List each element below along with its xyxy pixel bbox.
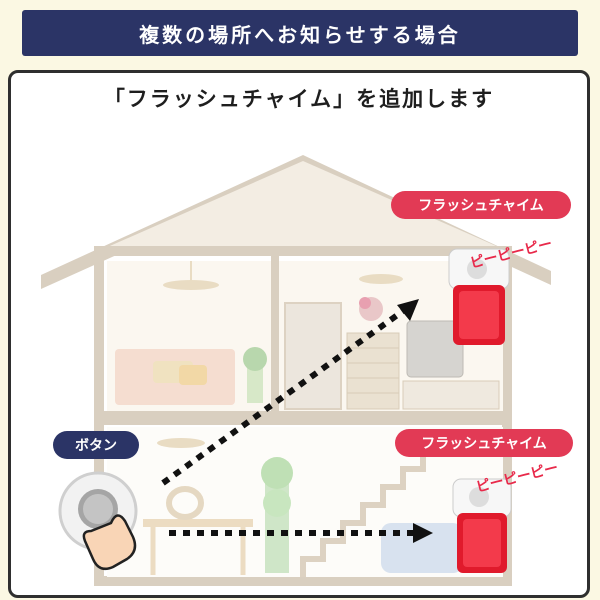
device-label-bottom: フラッシュチャイム [395, 429, 573, 457]
house-illustration [41, 155, 551, 586]
device-label-top-text: フラッシュチャイム [418, 198, 544, 214]
subtitle: 「フラッシュチャイム」を追加します [103, 87, 495, 111]
dresser [346, 332, 400, 410]
page-title: 複数の場所へお知らせする場合 [139, 22, 461, 47]
button-label: ボタン [53, 431, 139, 459]
pointing-hand-icon [82, 514, 137, 570]
sofa [381, 523, 463, 573]
roof-attic [103, 161, 503, 249]
flash-chime-icon [452, 478, 512, 573]
illustration-frame: 「フラッシュチャイム」を追加します [8, 70, 590, 598]
table [143, 519, 253, 527]
page-title-bar: 複数の場所へお知らせする場合 [22, 10, 578, 56]
device-label-top: フラッシュチャイム [391, 191, 571, 219]
button-label-text: ボタン [75, 438, 117, 454]
door [284, 302, 342, 410]
tv [406, 320, 464, 378]
device-label-bottom-text: フラッシュチャイム [421, 436, 547, 452]
floor-divider [99, 411, 507, 425]
flash-chime-icon [448, 248, 510, 345]
